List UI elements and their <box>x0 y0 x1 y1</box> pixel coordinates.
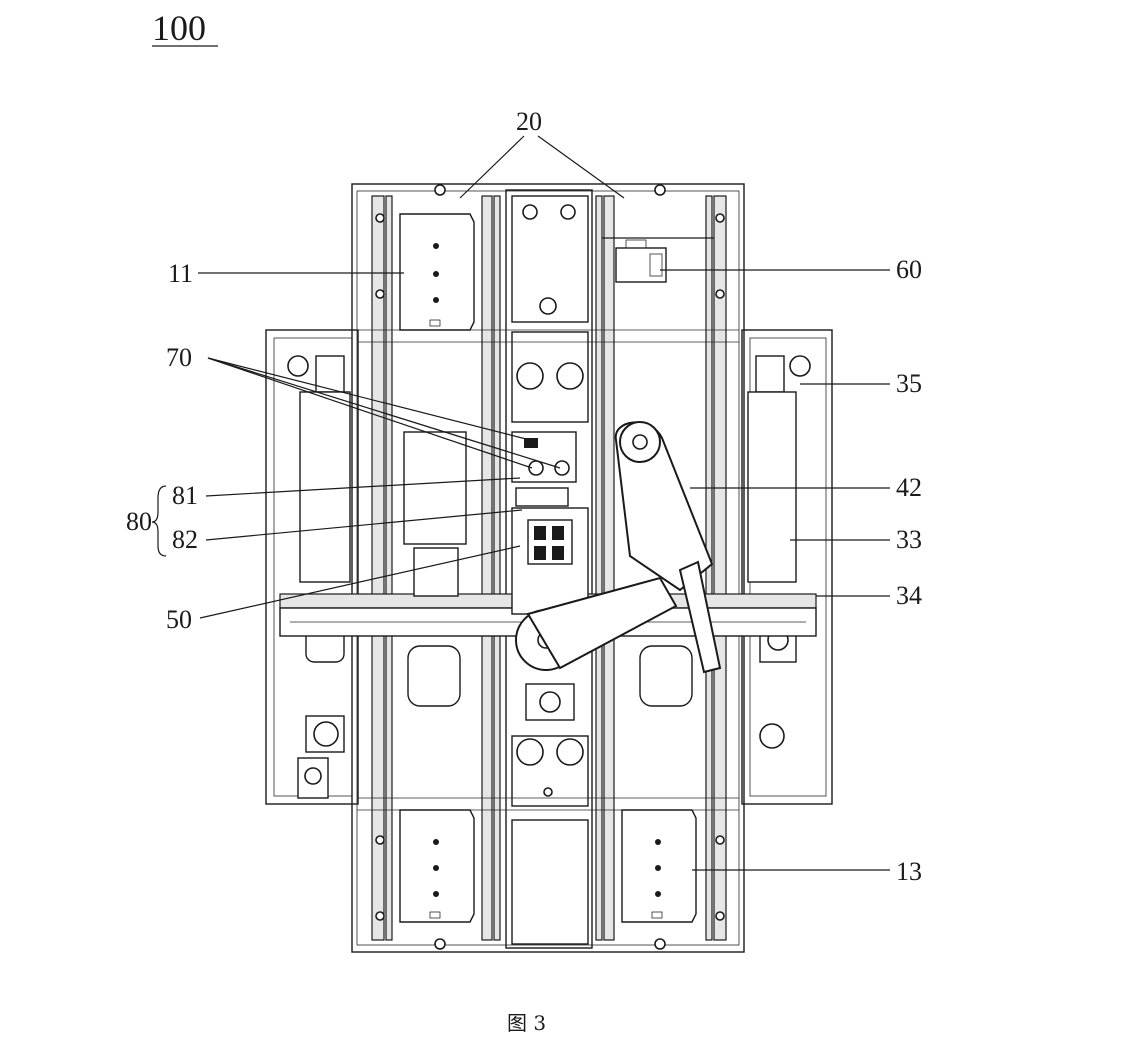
label-33: 33 <box>896 525 922 554</box>
tray-lower-left-slot <box>407 645 461 707</box>
figure-number: 100 <box>152 8 206 48</box>
right-side-platform <box>741 329 833 805</box>
feeder-50 <box>413 547 459 597</box>
label-50: 50 <box>166 605 192 634</box>
label-20: 20 <box>516 107 542 136</box>
guide-rail-1 <box>371 195 385 941</box>
figure-caption: 图 3 <box>507 1011 546 1035</box>
guide-rail-4 <box>713 195 727 941</box>
brace-80 <box>151 485 167 557</box>
gripper-81 <box>515 487 569 507</box>
label-13: 13 <box>896 857 922 886</box>
label-82: 82 <box>172 525 198 554</box>
mechanism-60 <box>602 237 714 283</box>
left-side-platform <box>265 329 359 805</box>
tray-bottom-right <box>621 809 697 923</box>
station-panel-left <box>403 431 467 545</box>
label-80: 80 <box>126 507 152 536</box>
guide-rail-3 <box>603 195 615 941</box>
tray-bottom-left <box>399 809 475 923</box>
right-lower-motor <box>759 625 797 749</box>
label-81: 81 <box>172 481 198 510</box>
motor-35 <box>747 355 811 583</box>
leader-lines <box>198 135 890 871</box>
workstation <box>403 431 589 615</box>
label-35: 35 <box>896 369 922 398</box>
label-34: 34 <box>896 581 922 610</box>
left-motor <box>287 355 351 799</box>
tray-lower-right-slot <box>639 645 693 707</box>
machine-assembly <box>265 183 833 953</box>
center-column <box>505 189 593 949</box>
tray-top-left <box>399 213 475 331</box>
label-11: 11 <box>168 259 193 288</box>
guide-rail-2 <box>481 195 493 941</box>
main-frame <box>351 183 745 953</box>
frame-bolts <box>375 184 725 950</box>
label-42: 42 <box>896 473 922 502</box>
label-70: 70 <box>166 343 192 372</box>
robot-arm-42 <box>515 421 722 721</box>
label-60: 60 <box>896 255 922 284</box>
